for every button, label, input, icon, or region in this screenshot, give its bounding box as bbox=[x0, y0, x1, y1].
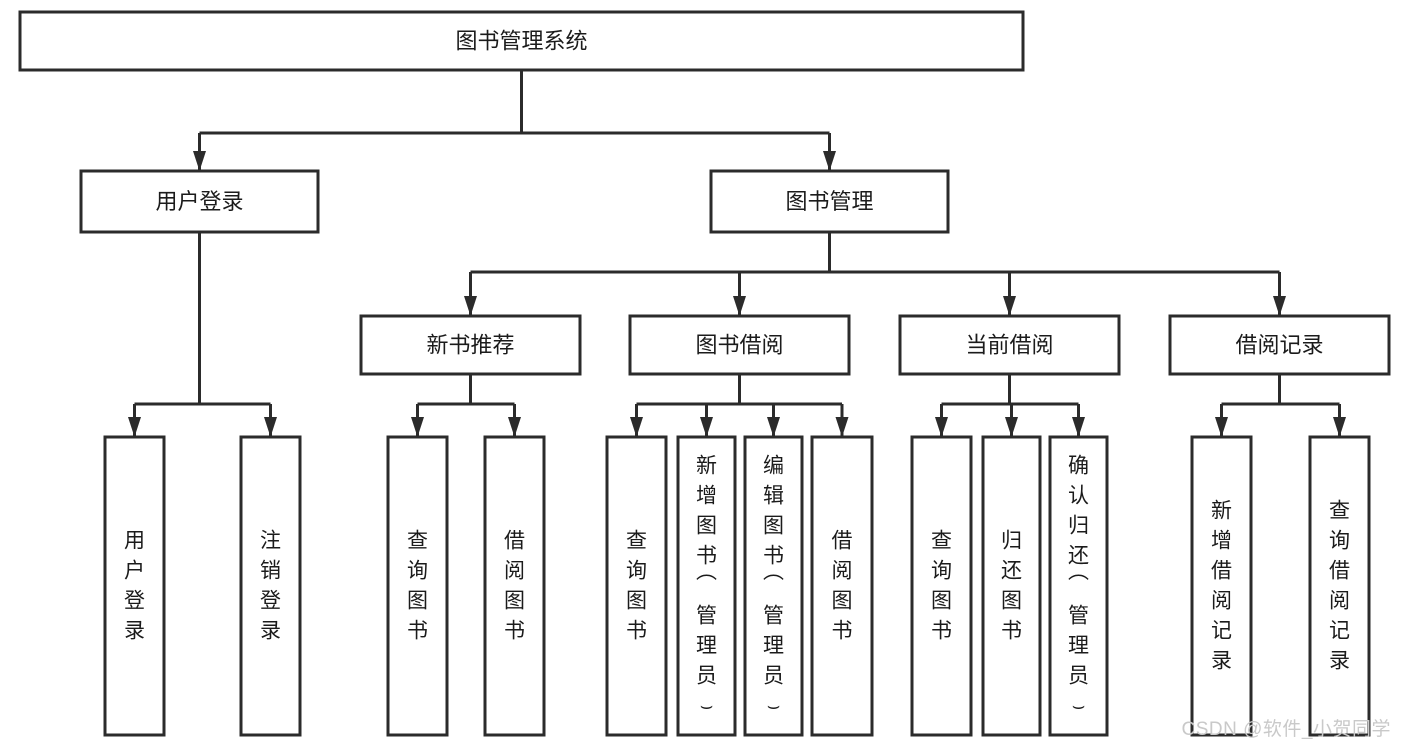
node-box-user-logout-leaf bbox=[239, 435, 302, 737]
node-label-records-query: 查询借阅记录 bbox=[1329, 500, 1350, 673]
node-box-current-return-book bbox=[981, 435, 1042, 737]
node-records-query[interactable]: 查询借阅记录 bbox=[1308, 435, 1371, 737]
node-box-user-login-leaf bbox=[103, 435, 166, 737]
arrow-head bbox=[835, 417, 849, 437]
arrow-head bbox=[1215, 417, 1228, 437]
arrow-head bbox=[411, 417, 424, 437]
node-label-borrow-records: 借阅记录 bbox=[1235, 333, 1323, 358]
node-box-records-query bbox=[1308, 435, 1371, 737]
node-label-current-query-book: 查询图书 bbox=[931, 530, 952, 643]
arrow-head bbox=[1333, 417, 1346, 437]
node-records-add[interactable]: 新增借阅记录 bbox=[1190, 435, 1253, 737]
node-label-root: 图书管理系统 bbox=[455, 29, 587, 54]
node-label-recommend-query-book: 查询图书 bbox=[407, 530, 428, 643]
arrow-head bbox=[1005, 417, 1018, 437]
node-box-borrow-edit-book bbox=[743, 435, 804, 737]
arrow-head bbox=[264, 417, 277, 437]
connector-edges bbox=[128, 70, 1346, 437]
node-user-logout-leaf[interactable]: 注销登录 bbox=[239, 435, 302, 737]
node-box-borrow-query-book bbox=[605, 435, 668, 737]
node-label-user-logout-leaf: 注销登录 bbox=[260, 530, 281, 643]
node-label-user-login-leaf: 用户登录 bbox=[124, 530, 145, 643]
node-book-management[interactable]: 图书管理 bbox=[709, 169, 950, 234]
node-book-borrow[interactable]: 图书借阅 bbox=[628, 314, 851, 376]
node-label-current-confirm-return: 确认归还⌒管理员⌣ bbox=[1068, 455, 1089, 718]
arrow-head bbox=[193, 151, 206, 171]
node-label-records-add: 新增借阅记录 bbox=[1211, 500, 1232, 673]
arrow-head bbox=[733, 296, 746, 316]
node-current-borrow[interactable]: 当前借阅 bbox=[898, 314, 1121, 376]
arrow-head bbox=[1273, 296, 1286, 316]
node-label-book-management: 图书管理 bbox=[785, 189, 873, 214]
node-current-confirm-return[interactable]: 确认归还⌒管理员⌣ bbox=[1048, 435, 1109, 737]
node-user-login-leaf[interactable]: 用户登录 bbox=[103, 435, 166, 737]
arrow-head bbox=[630, 417, 643, 437]
node-box-recommend-borrow-book bbox=[483, 435, 546, 737]
node-user-login[interactable]: 用户登录 bbox=[79, 169, 320, 234]
node-box-user-login bbox=[79, 169, 320, 234]
node-borrow-add-book[interactable]: 新增图书⌒管理员⌣ bbox=[676, 435, 737, 737]
node-borrow-borrow-book[interactable]: 借阅图书 bbox=[810, 435, 874, 737]
node-recommend-query-book[interactable]: 查询图书 bbox=[386, 435, 449, 737]
arrow-head bbox=[935, 417, 948, 437]
node-box-current-borrow bbox=[898, 314, 1121, 376]
arrow-head bbox=[1072, 417, 1085, 437]
diagram-nodes: 图书管理系统用户登录图书管理用户登录注销登录新书推荐图书借阅当前借阅借阅记录查询… bbox=[18, 10, 1391, 737]
arrow-head bbox=[128, 417, 141, 437]
node-borrow-records[interactable]: 借阅记录 bbox=[1168, 314, 1391, 376]
node-box-borrow-borrow-book bbox=[810, 435, 874, 737]
node-label-new-book-recommend: 新书推荐 bbox=[426, 333, 514, 358]
node-box-root bbox=[18, 10, 1025, 72]
node-label-user-login: 用户登录 bbox=[155, 189, 243, 214]
node-label-current-borrow: 当前借阅 bbox=[965, 333, 1053, 358]
arrow-head bbox=[767, 417, 780, 437]
node-label-recommend-borrow-book: 借阅图书 bbox=[504, 530, 525, 643]
node-borrow-query-book[interactable]: 查询图书 bbox=[605, 435, 668, 737]
arrow-head bbox=[464, 296, 477, 316]
arrow-head bbox=[700, 417, 713, 437]
node-label-borrow-add-book: 新增图书⌒管理员⌣ bbox=[696, 455, 717, 718]
node-current-return-book[interactable]: 归还图书 bbox=[981, 435, 1042, 737]
node-box-borrow-add-book bbox=[676, 435, 737, 737]
node-recommend-borrow-book[interactable]: 借阅图书 bbox=[483, 435, 546, 737]
node-label-borrow-query-book: 查询图书 bbox=[626, 530, 647, 643]
node-root[interactable]: 图书管理系统 bbox=[18, 10, 1025, 72]
arrow-head bbox=[508, 417, 521, 437]
node-box-records-add bbox=[1190, 435, 1253, 737]
node-label-book-borrow: 图书借阅 bbox=[695, 333, 783, 358]
node-current-query-book[interactable]: 查询图书 bbox=[910, 435, 973, 737]
node-box-current-confirm-return bbox=[1048, 435, 1109, 737]
node-box-borrow-records bbox=[1168, 314, 1391, 376]
node-borrow-edit-book[interactable]: 编辑图书⌒管理员⌣ bbox=[743, 435, 804, 737]
node-label-borrow-edit-book: 编辑图书⌒管理员⌣ bbox=[763, 455, 784, 718]
node-box-new-book-recommend bbox=[359, 314, 582, 376]
node-label-current-return-book: 归还图书 bbox=[1001, 530, 1022, 643]
node-box-book-management bbox=[709, 169, 950, 234]
node-new-book-recommend[interactable]: 新书推荐 bbox=[359, 314, 582, 376]
arrow-head bbox=[823, 151, 836, 171]
arrow-head bbox=[1003, 296, 1016, 316]
node-box-current-query-book bbox=[910, 435, 973, 737]
node-box-book-borrow bbox=[628, 314, 851, 376]
node-label-borrow-borrow-book: 借阅图书 bbox=[832, 530, 853, 643]
node-box-recommend-query-book bbox=[386, 435, 449, 737]
